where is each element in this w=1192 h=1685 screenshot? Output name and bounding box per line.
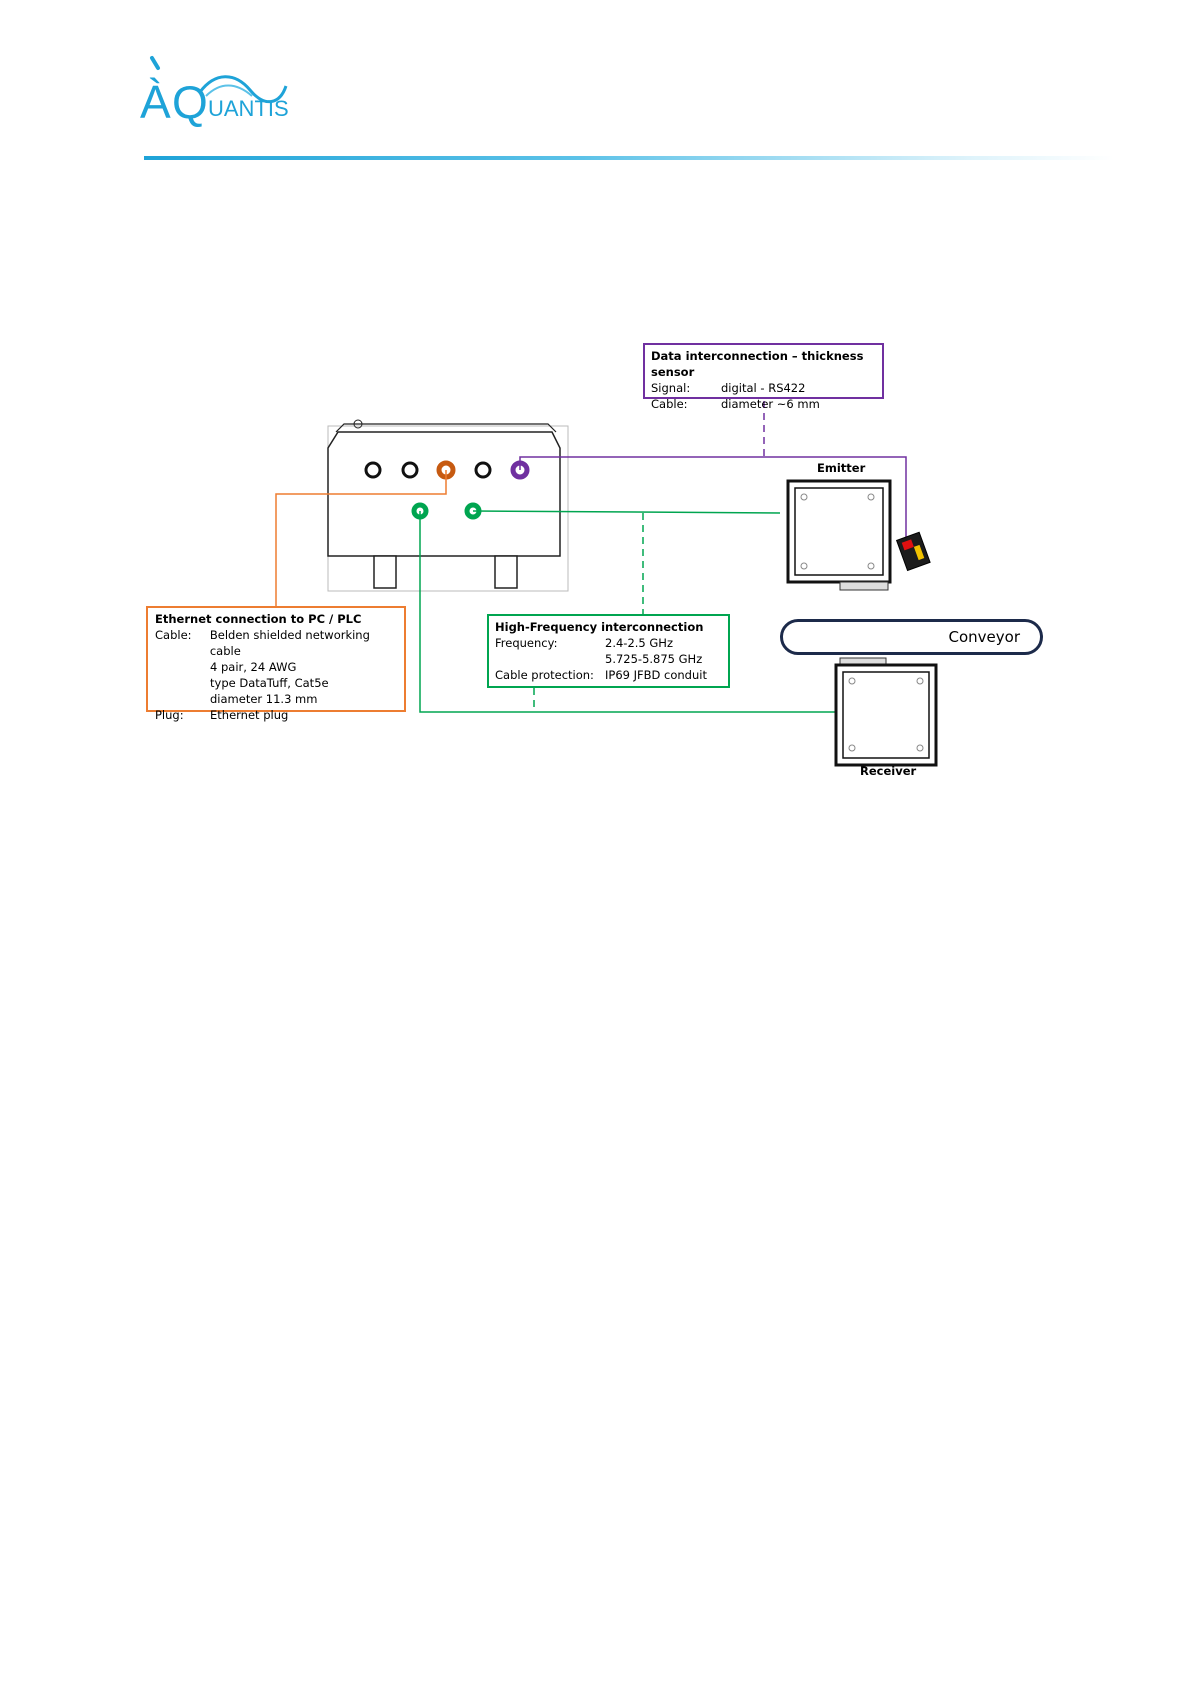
ethernet-box-value: Ethernet plug — [210, 708, 289, 722]
hf-box-row: 5.725-5.875 GHz — [495, 651, 728, 667]
logo-letter-q: Q — [172, 76, 208, 128]
ethernet-box-key — [155, 675, 210, 691]
hf-box-row: Frequency: 2.4-2.5 GHz — [495, 635, 728, 651]
receiver-device — [834, 657, 938, 767]
logo-wave-2 — [205, 84, 253, 97]
logo-wave — [198, 75, 288, 103]
ethernet-connection-box: Ethernet connection to PC / PLC Cable: Be… — [146, 606, 406, 722]
ethernet-box-row: Plug: Ethernet plug — [155, 707, 404, 723]
ethernet-box-key — [155, 659, 210, 675]
emitter-device — [786, 479, 892, 591]
hf-box-key: Cable protection: — [495, 668, 594, 682]
data-cable — [519, 401, 907, 540]
control-cabinet — [327, 419, 569, 592]
high-frequency-box: High-Frequency interconnection Frequency… — [487, 614, 730, 688]
ethernet-box-row: diameter 11.3 mm — [155, 691, 404, 707]
connector-1 — [364, 461, 382, 479]
receiver-label: Receiver — [860, 764, 917, 778]
connector-2 — [401, 461, 419, 479]
emitter-label: Emitter — [817, 461, 866, 475]
ethernet-cable — [275, 470, 447, 606]
logo-accent-mark — [150, 56, 160, 70]
ethernet-box-key — [155, 691, 210, 707]
data-box-value: digital - RS422 — [721, 381, 806, 395]
logo-letter-a: À — [140, 76, 171, 128]
data-box-row: Signal: digital - RS422 — [651, 380, 882, 396]
ethernet-box-row: type DataTuff, Cat5e — [155, 675, 404, 691]
ethernet-box-row: Cable: Belden shielded networking cable — [155, 627, 404, 659]
ethernet-box-key: Cable: — [155, 628, 192, 642]
ethernet-box-value: diameter 11.3 mm — [210, 692, 318, 706]
ethernet-box-value: 4 pair, 24 AWG — [210, 660, 297, 674]
hf-box-value: 5.725-5.875 GHz — [605, 652, 703, 666]
ethernet-box-key: Plug: — [155, 708, 184, 722]
data-box-value: diameter ~6 mm — [721, 397, 820, 411]
data-interconnection-box: Data interconnection – thickness sensor … — [643, 343, 884, 411]
hf-box-row: Cable protection: IP69 JFBD conduit — [495, 667, 728, 683]
data-box-key: Cable: — [651, 397, 688, 411]
hf-cables — [419, 510, 838, 713]
conveyor-label: Conveyor — [780, 619, 1043, 655]
hf-box-title: High-Frequency interconnection — [495, 620, 704, 634]
ethernet-box-value: type DataTuff, Cat5e — [210, 676, 329, 690]
data-box-row: Cable: diameter ~6 mm — [651, 396, 882, 412]
data-box-title: Data interconnection – thickness sensor — [651, 349, 864, 379]
hf-box-key: Frequency: — [495, 636, 558, 650]
hf-box-key — [495, 651, 605, 667]
header-rule — [144, 156, 1114, 160]
hf-box-value: IP69 JFBD conduit — [605, 668, 707, 682]
ethernet-box-row: 4 pair, 24 AWG — [155, 659, 404, 675]
hf-box-value: 2.4-2.5 GHz — [605, 636, 673, 650]
connector-4 — [474, 461, 492, 479]
ethernet-box-title: Ethernet connection to PC / PLC — [155, 612, 362, 626]
ethernet-box-value: Belden shielded networking cable — [209, 628, 370, 658]
thickness-sensor — [895, 531, 931, 572]
aquantis-logo: À Q UANTIS — [140, 56, 289, 128]
data-box-key: Signal: — [651, 381, 691, 395]
